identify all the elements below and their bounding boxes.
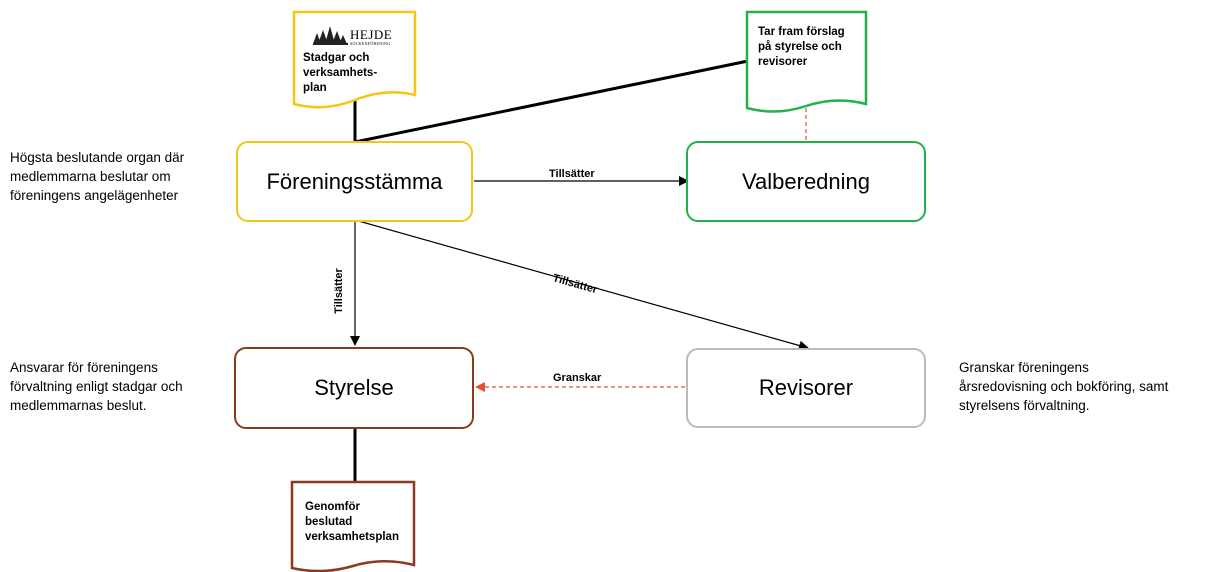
tree-icon xyxy=(313,26,348,45)
document-genomfor-text: Genomför beslutad verksamhetsplan xyxy=(305,500,399,545)
description-styrelse: Ansvarar för föreningens förvaltning enl… xyxy=(10,358,183,415)
desc-line: Granskar föreningens xyxy=(959,360,1089,375)
desc-line: Högsta beslutande organ där xyxy=(10,150,185,165)
document-stadgar-text: Stadgar och verksamhets- plan xyxy=(303,51,377,96)
desc-line: styrelsens förvaltning. xyxy=(959,398,1090,413)
node-styrelse: Styrelse xyxy=(234,347,474,429)
document-forslag-shape xyxy=(745,10,868,113)
desc-line: årsredovisning och bokföring, samt xyxy=(959,379,1169,394)
doc-line: plan xyxy=(303,82,327,94)
doc-line: på styrelse och xyxy=(758,41,842,53)
desc-line: medlemmarnas beslut. xyxy=(10,398,147,413)
doc-line: verksamhets- xyxy=(303,67,378,79)
description-foreningsstamma: Högsta beslutande organ där medlemmarna … xyxy=(10,148,184,205)
doc-line: Stadgar och xyxy=(303,52,370,64)
node-revisorer: Revisorer xyxy=(686,348,926,428)
doc-line: Tar fram förslag xyxy=(758,26,845,38)
hejde-logo: HEJDE SOCKENFÖRENING xyxy=(350,27,393,46)
doc-line: revisorer xyxy=(758,56,808,68)
node-foreningsstamma: Föreningsstämma xyxy=(236,141,473,222)
document-forslag-text: Tar fram förslag på styrelse och revisor… xyxy=(758,25,845,70)
doc-line: verksamhetsplan xyxy=(305,531,399,543)
desc-line: förvaltning enligt stadgar och xyxy=(10,379,183,394)
node-label: Styrelse xyxy=(314,375,394,400)
connector-stamma-to-forslag xyxy=(354,59,749,144)
description-revisorer: Granskar föreningens årsredovisning och … xyxy=(959,358,1168,415)
desc-line: Ansvarar för föreningens xyxy=(10,360,158,375)
node-label: Valberedning xyxy=(741,168,871,194)
node-label: Föreningsstämma xyxy=(266,168,443,194)
edge-label-tillsatter-valberedning: Tillsätter xyxy=(549,168,595,180)
desc-line: medlemmarna beslutar om xyxy=(10,169,171,184)
logo-subtitle: SOCKENFÖRENING xyxy=(350,41,391,46)
arrow-tillsatter-revisorer xyxy=(354,219,809,351)
doc-line: Genomför xyxy=(305,501,360,513)
node-valberedning: Valberedning xyxy=(686,141,926,222)
edge-label-tillsatter-styrelse: Tillsätter xyxy=(332,268,345,314)
edge-label-granskar: Granskar xyxy=(553,372,602,384)
desc-line: föreningens angelägenheter xyxy=(10,188,179,203)
doc-line: beslutad xyxy=(305,516,353,528)
logo-name: HEJDE xyxy=(350,27,393,42)
node-label: Revisorer xyxy=(758,375,854,400)
document-genomfor-shape xyxy=(290,480,416,572)
